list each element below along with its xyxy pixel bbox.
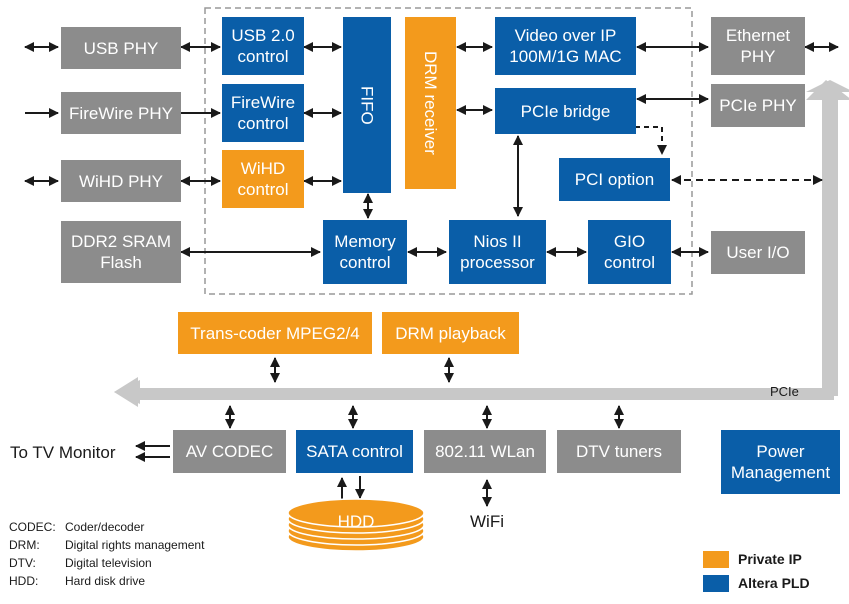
to-tv-monitor-label: To TV Monitor bbox=[10, 443, 116, 462]
fpga-boundary bbox=[204, 7, 693, 295]
legend-label-altera-pld: Altera PLD bbox=[738, 575, 810, 591]
legend-label-private-ip: Private IP bbox=[738, 551, 802, 567]
pcie-bus-label: PCIe bbox=[770, 384, 799, 399]
abbr-term-dtv: DTV: bbox=[9, 556, 36, 570]
usb-phy-block: USB PHY bbox=[61, 27, 181, 69]
abbr-meaning-drm: Digital rights management bbox=[65, 538, 205, 552]
fifo-block: FIFO bbox=[343, 17, 391, 193]
drm-playback-block: DRM playback bbox=[382, 312, 519, 354]
drm-receiver-block: DRM receiver bbox=[405, 17, 456, 189]
user-io-block: User I/O bbox=[711, 231, 805, 274]
firewire-control-block: FireWire control bbox=[222, 84, 304, 142]
pcie-bridge-block: PCIe bridge bbox=[495, 88, 636, 134]
ddr2-sram-flash-block: DDR2 SRAM Flash bbox=[61, 221, 181, 283]
wifi-label: WiFi bbox=[470, 512, 504, 531]
dtv-tuners-block: DTV tuners bbox=[557, 430, 681, 473]
firewire-phy-block: FireWire PHY bbox=[61, 92, 181, 134]
hdd-disk-icon bbox=[287, 498, 425, 552]
pcie-phy-block: PCIe PHY bbox=[711, 84, 805, 127]
abbr-term-drm: DRM: bbox=[9, 538, 40, 552]
power-management-block: Power Management bbox=[721, 430, 840, 494]
legend-swatch-private-ip bbox=[703, 551, 729, 568]
memory-control-block: Memory control bbox=[323, 220, 407, 284]
abbr-term-hdd: HDD: bbox=[9, 574, 39, 588]
legend-swatch-altera-pld bbox=[703, 575, 729, 592]
transcoder-block: Trans-coder MPEG2/4 bbox=[178, 312, 372, 354]
nios-processor-block: Nios II processor bbox=[449, 220, 546, 284]
av-codec-block: AV CODEC bbox=[173, 430, 286, 473]
abbr-meaning-codec: Coder/decoder bbox=[65, 520, 145, 534]
ethernet-phy-block: Ethernet PHY bbox=[711, 17, 805, 75]
abbr-meaning-dtv: Digital television bbox=[65, 556, 152, 570]
wlan-block: 802.11 WLan bbox=[424, 430, 546, 473]
pci-option-block: PCI option bbox=[559, 158, 670, 201]
usb-control-block: USB 2.0 control bbox=[222, 17, 304, 75]
wihd-phy-block: WiHD PHY bbox=[61, 160, 181, 202]
sata-control-block: SATA control bbox=[296, 430, 413, 473]
wihd-control-block: WiHD control bbox=[222, 150, 304, 208]
video-over-ip-block: Video over IP 100M/1G MAC bbox=[495, 17, 636, 75]
abbr-term-codec: CODEC: bbox=[9, 520, 56, 534]
hdd-label: HDD bbox=[337, 512, 375, 531]
gio-control-block: GIO control bbox=[588, 220, 671, 284]
abbr-meaning-hdd: Hard disk drive bbox=[65, 574, 146, 588]
